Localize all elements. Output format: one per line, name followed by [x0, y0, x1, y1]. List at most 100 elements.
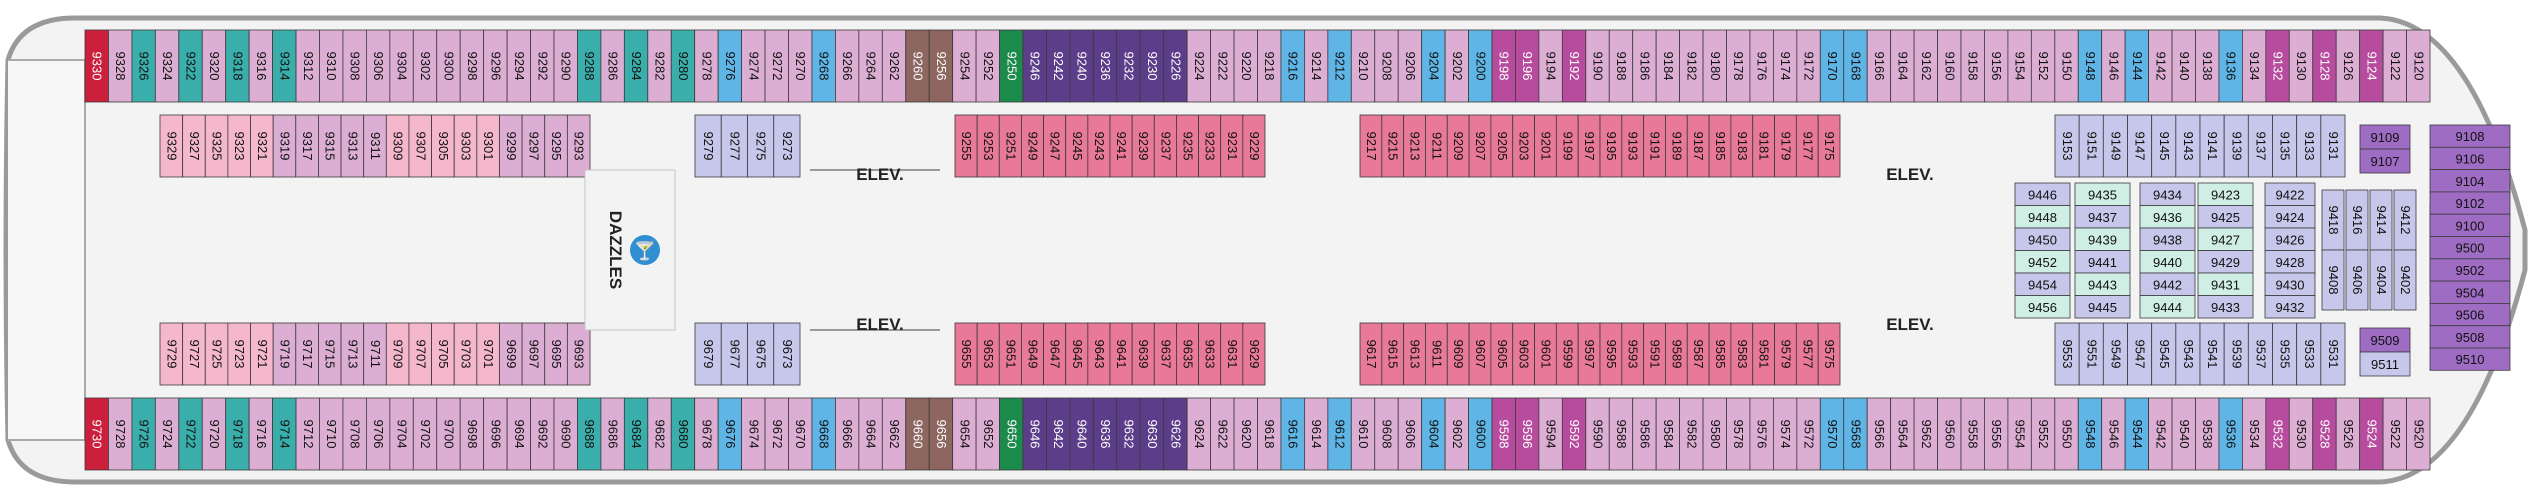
cabin-9510[interactable]: [2429, 347, 2511, 371]
cabin-9541[interactable]: [2199, 322, 2225, 386]
cabin-number: 9511: [2371, 357, 2399, 372]
cabin-number: 9324: [160, 52, 175, 81]
cabin-number: 9252: [981, 52, 996, 81]
cabin-number: 9215: [1386, 132, 1401, 161]
cabin-9445[interactable]: [2074, 295, 2131, 319]
cabin-9456[interactable]: [2014, 295, 2071, 319]
cabin-number: 9674: [746, 420, 761, 449]
cabin-number: 9298: [465, 52, 480, 81]
cabin-number: 9315: [323, 132, 338, 161]
cabin-number: 9141: [2205, 132, 2220, 161]
cabin-number: 9429: [2211, 255, 2240, 270]
cabin-number: 9707: [413, 340, 428, 369]
cabin-9139[interactable]: [2223, 114, 2249, 178]
cabin-9520[interactable]: [2406, 397, 2431, 471]
cabin-number: 9325: [210, 132, 225, 161]
cabin-9151[interactable]: [2078, 114, 2104, 178]
cabin-9433[interactable]: [2197, 295, 2254, 319]
cabin-number: 9209: [1451, 132, 1466, 161]
cabin-9629[interactable]: [1242, 322, 1266, 386]
cabin-number: 9630: [1145, 420, 1160, 449]
cabin-9406[interactable]: [2345, 249, 2369, 311]
cabin-9402[interactable]: [2393, 249, 2417, 311]
cabin-9153[interactable]: [2054, 114, 2080, 178]
cabin-number: 9686: [606, 420, 621, 449]
cabin-9135[interactable]: [2272, 114, 2298, 178]
cabin-number: 9154: [2013, 52, 2028, 81]
cabin-number: 9639: [1136, 340, 1151, 369]
cabin-9531[interactable]: [2320, 322, 2346, 386]
cabin-number: 9172: [1802, 52, 1817, 81]
cabin-9539[interactable]: [2223, 322, 2249, 386]
cabin-number: 9718: [230, 420, 245, 449]
cabin-number: 9224: [1192, 52, 1207, 81]
cabin-number: 9704: [395, 420, 410, 449]
cabin-9444[interactable]: [2139, 295, 2196, 319]
cabin-number: 9568: [1848, 420, 1863, 449]
cabin-number: 9181: [1757, 132, 1772, 161]
cabin-9693[interactable]: [566, 322, 591, 386]
cabin-9175[interactable]: [1817, 114, 1841, 178]
cabin-number: 9693: [572, 340, 587, 369]
cabin-9673[interactable]: [773, 322, 801, 386]
cabin-number: 9214: [1309, 52, 1324, 81]
cabin-number: 9406: [2350, 266, 2365, 295]
cabin-number: 9622: [1215, 420, 1230, 449]
cabin-9509[interactable]: [2359, 327, 2411, 353]
cabin-number: 9156: [1989, 52, 2004, 81]
cabin-number: 9204: [1426, 52, 1441, 81]
cabin-9137[interactable]: [2247, 114, 2273, 178]
cabin-number: 9316: [254, 52, 269, 81]
cabin-number: 9208: [1379, 52, 1394, 81]
cabin-number: 9611: [1429, 340, 1444, 368]
cabin-9273[interactable]: [773, 114, 801, 178]
cabin-9120[interactable]: [2406, 29, 2431, 103]
cabin-number: 9270: [793, 52, 808, 81]
cabin-9511[interactable]: [2359, 351, 2411, 377]
cabin-9229[interactable]: [1242, 114, 1266, 178]
cabin-9675[interactable]: [747, 322, 775, 386]
cabin-9404[interactable]: [2369, 249, 2393, 311]
cabin-number: 9701: [481, 340, 496, 369]
cabin-number: 9577: [1800, 340, 1815, 369]
cabin-number: 9720: [207, 420, 222, 449]
cabin-9432[interactable]: [2264, 295, 2316, 319]
cabin-9533[interactable]: [2296, 322, 2322, 386]
cabin-number: 9435: [2088, 187, 2117, 202]
cabin-9131[interactable]: [2320, 114, 2346, 178]
cabin-number: 9552: [2036, 420, 2051, 449]
cabin-9133[interactable]: [2296, 114, 2322, 178]
cabin-9575[interactable]: [1817, 322, 1841, 386]
dazzles-venue[interactable]: 🍸 DAZZLES: [584, 169, 676, 331]
cabin-number: 9140: [2177, 52, 2192, 81]
cabin-9408[interactable]: [2321, 249, 2345, 311]
cabin-9141[interactable]: [2199, 114, 2225, 178]
cabin-number: 9728: [113, 420, 128, 449]
cabin-number: 9635: [1181, 340, 1196, 369]
cabin-9553[interactable]: [2054, 322, 2080, 386]
cabin-number: 9314: [277, 52, 292, 81]
cabin-9277[interactable]: [720, 114, 748, 178]
cabin-9547[interactable]: [2127, 322, 2153, 386]
cabin-number: 9212: [1333, 52, 1348, 81]
cabin-number: 9233: [1203, 132, 1218, 161]
cabin-number: 9108: [2456, 129, 2485, 144]
cabin-9679[interactable]: [694, 322, 722, 386]
cabin-number: 9177: [1800, 132, 1815, 161]
cabin-number: 9301: [481, 132, 496, 161]
cabin-9543[interactable]: [2175, 322, 2201, 386]
cabin-9107[interactable]: [2359, 148, 2411, 174]
cabin-number: 9201: [1538, 132, 1553, 161]
cabin-9279[interactable]: [694, 114, 722, 178]
cabin-9545[interactable]: [2151, 322, 2177, 386]
cabin-number: 9242: [1051, 52, 1066, 81]
cabin-number: 9434: [2153, 187, 2182, 202]
cabin-number: 9327: [187, 132, 202, 161]
cabin-9109[interactable]: [2359, 124, 2411, 150]
cabin-9293[interactable]: [566, 114, 591, 178]
cabin-9549[interactable]: [2102, 322, 2128, 386]
cabin-number: 9145: [2157, 132, 2172, 161]
cabin-number: 9282: [653, 52, 668, 81]
cabin-number: 9444: [2153, 300, 2182, 315]
cabin-9535[interactable]: [2272, 322, 2298, 386]
